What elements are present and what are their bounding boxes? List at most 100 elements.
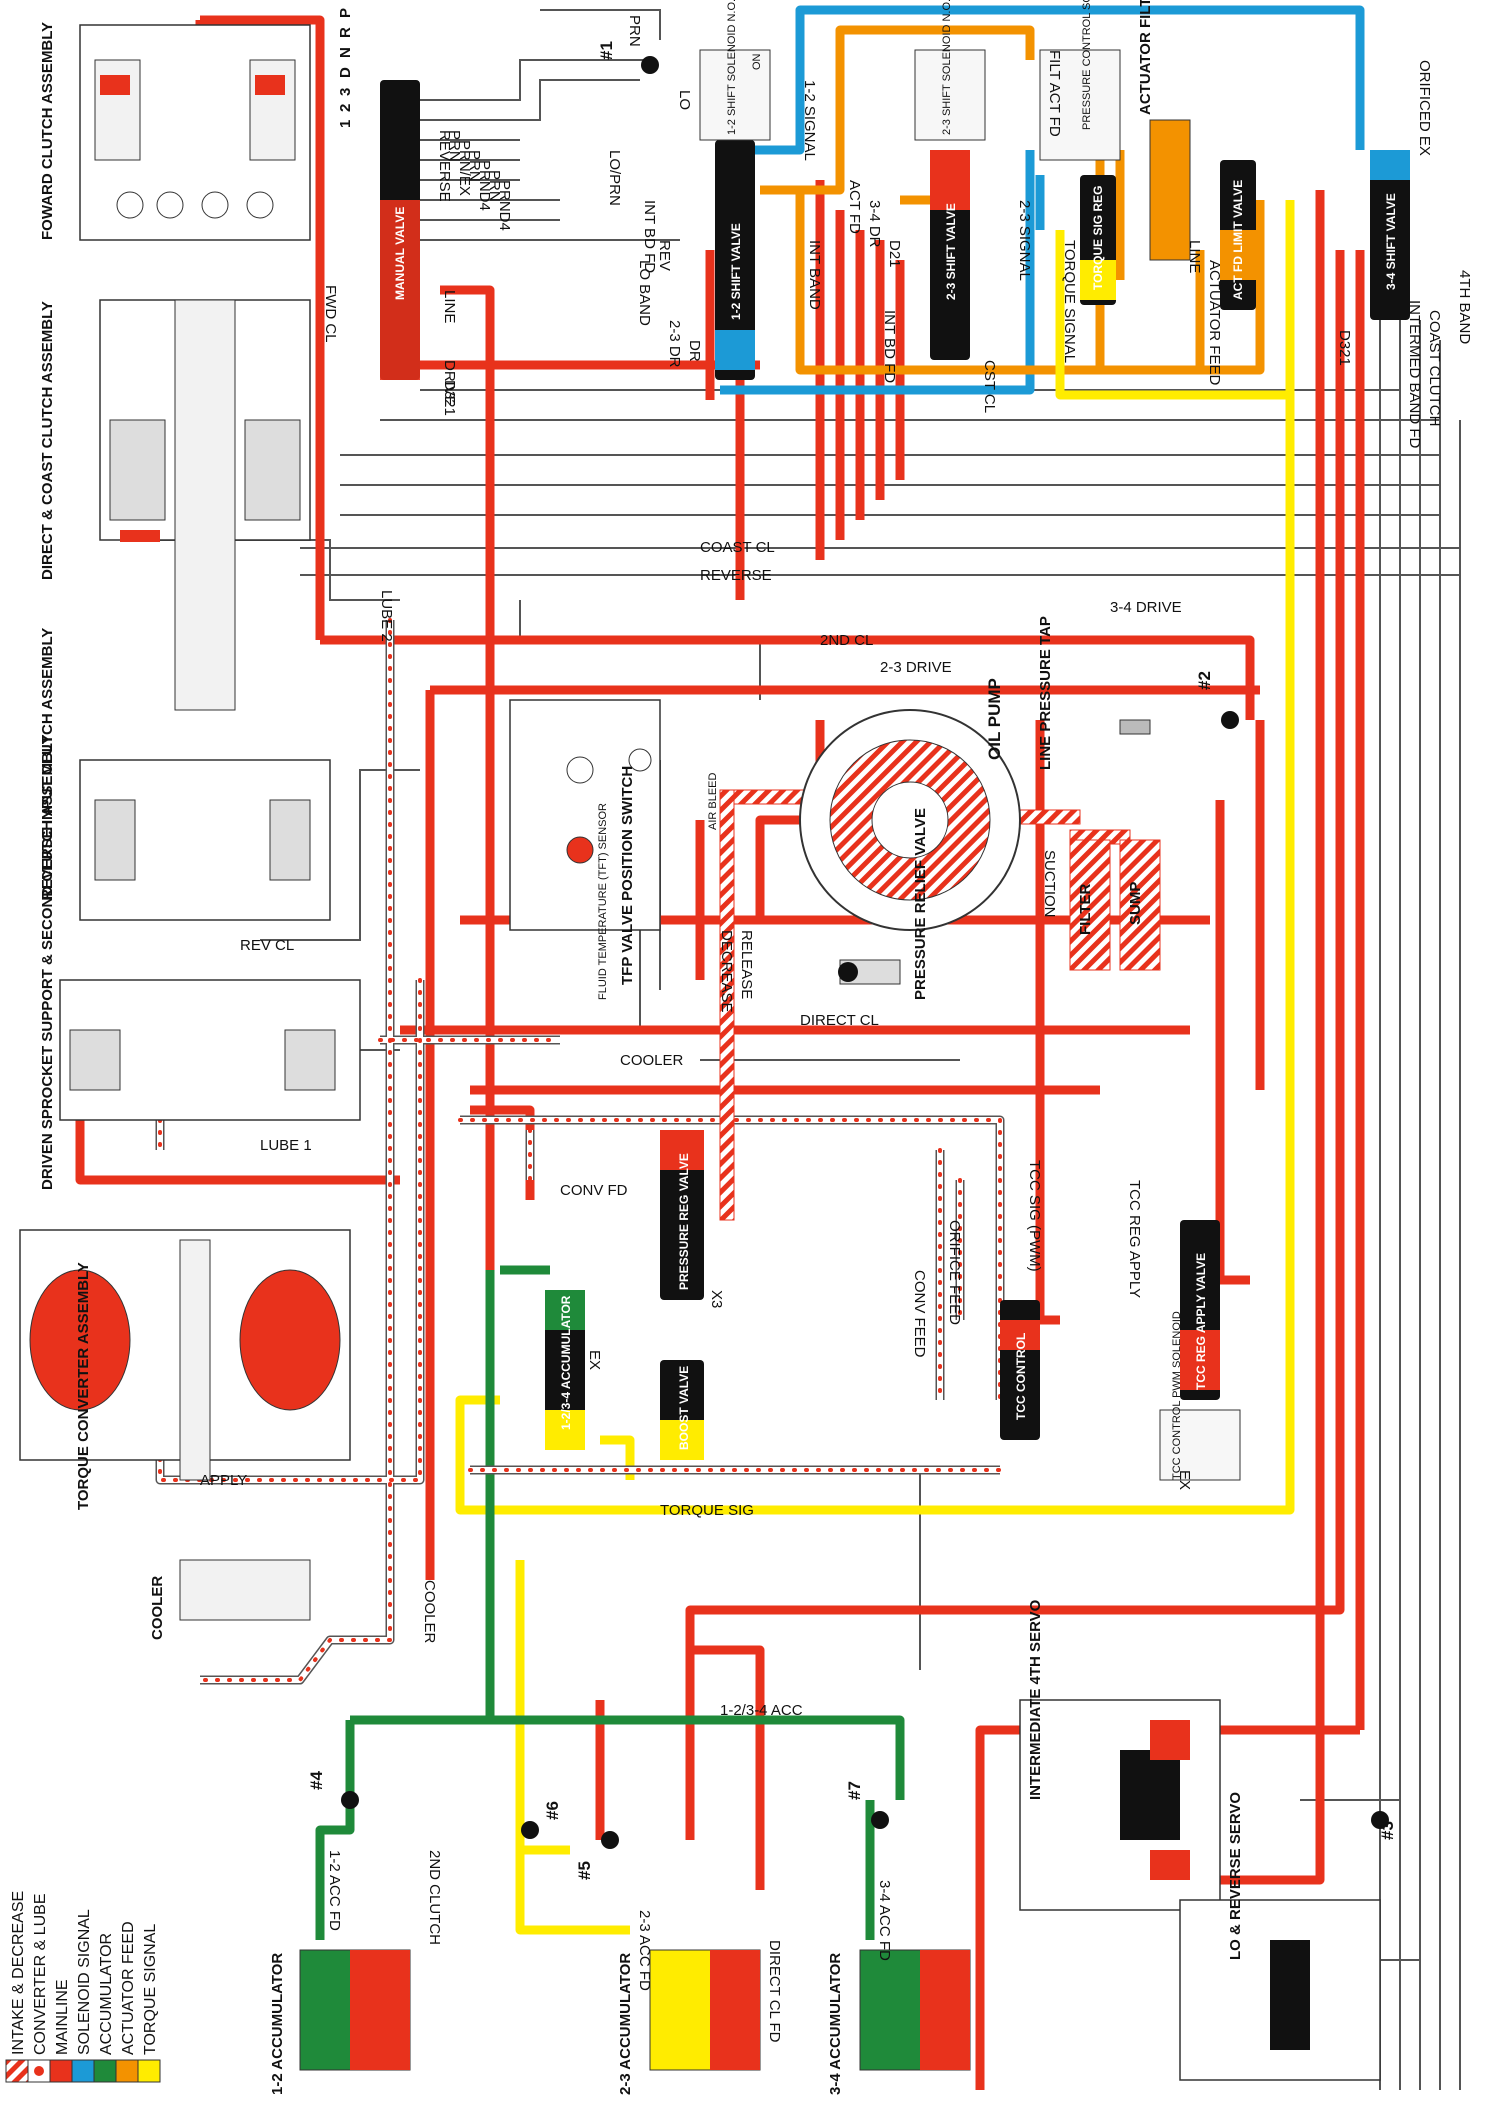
torque-signal-regulator-valve[interactable]: TORQUE SIG REG [1080,175,1116,305]
accumulator-valve-1234[interactable]: 1-2/3-4 ACCUMULATOR [545,1290,585,1450]
shift-valve-23-label: 2-3 SHIFT VALVE [944,203,958,300]
sol-23-label: 2-3 SHIFT SOLENOID N.O. [941,0,953,135]
oil-pump [799,709,1021,931]
tcc-control-valve[interactable]: TCC CONTROL [1000,1300,1040,1440]
prv-label: PRESSURE REG VALVE [677,1153,691,1290]
lbl-int-bd-fd: INT BD FD [641,200,658,273]
lbl-release: RELEASE [738,930,755,999]
port-reverse: REVERSE [436,130,453,202]
legend-torque: TORQUE SIGNAL [142,1924,159,2055]
lbl-2nd-clutch: 2ND CLUTCH [426,1850,443,1945]
line-pressure-tap [1119,719,1151,735]
acc1234-label: 1-2/3-4 ACCUMULATOR [559,1295,573,1430]
legend-accumulator: ACCUMULATOR [98,1933,115,2055]
shift-valve-12-label: 1-2 SHIFT VALVE [729,223,743,320]
direct-coast-clutch-assembly [99,299,311,711]
tft-label: FLUID TEMPERATURE (TFT) SENSOR [597,803,609,1000]
tcc-pwm-solenoid[interactable]: TCC CONTROL PWM SOLENOID [1159,1311,1241,1481]
shift-valve-23[interactable]: 2-3 SHIFT VALVE [930,150,970,360]
lbl-conv-feed: CONV FEED [911,1270,928,1358]
forward-clutch-assembly [79,24,311,241]
legend-mainline: MAINLINE [54,1979,71,2055]
lbl-2nd-cl: 2ND CL [820,632,873,649]
checkball-7-label: #7 [845,1781,864,1800]
port-prnd4-1: PRND4 [476,160,493,211]
lbl-intermed-band-fd: INTERMED BAND FD [1406,300,1423,449]
int-servo-label: INTERMEDIATE 4TH SERVO [1027,1599,1044,1800]
shift-valve-34[interactable]: 3-4 SHIFT VALVE [1370,150,1410,320]
boost-valve[interactable]: BOOST VALVE [660,1360,704,1460]
lbl-direct-cl: DIRECT CL [800,1012,879,1029]
port-prn-ex: PRN/EX [456,140,473,196]
lbl-apply: APPLY [200,1472,247,1489]
lbl-filt-act-fd: FILT ACT FD [1046,50,1063,137]
lbl-tcc-reg-apply: TCC REG APPLY [1126,1180,1143,1298]
shift-solenoid-12[interactable]: 1-2 SHIFT SOLENOID N.O. ON [699,0,771,141]
passage-labels: PRN LO LO/PRN INT BD FD REV LO BAND 2-3 … [200,15,1473,2043]
lbl-lo-prn: LO/PRN [606,150,623,206]
lbl-dr: DR [686,340,703,362]
filter-component [1069,839,1111,971]
reverse-input-clutch-label: REVERSE INPUT CLUTCH ASSEMBLY [39,628,56,900]
lbl-actuator-feed: ACTUATOR FEED [1206,260,1223,385]
lbl-coast-clutch: COAST CLUTCH [1426,310,1443,426]
port-prn-3: PRN [486,170,503,202]
pressure-control-solenoid[interactable]: PRESSURE CONTROL SOLENOID [1039,0,1121,161]
lbl-d321: D321 [1336,330,1353,366]
lbl-acc-1234: 1-2/3-4 ACC [720,1702,803,1719]
tcc-regulator-apply-valve[interactable]: TCC REG APPLY VALVE [1180,1220,1220,1400]
pressure-relief-valve [838,959,901,985]
selector-1: 1 [337,120,354,128]
checkballs [341,56,1389,1849]
acc12-label: 1-2 ACCUMULATOR [269,1953,286,2095]
lbl-4th-band: 4TH BAND [1456,270,1473,344]
selector-n: N [337,47,354,58]
act-fd-limit-valve[interactable]: ACT FD LIMIT VALVE [1220,160,1256,310]
lbl-lube1: LUBE 1 [260,1137,312,1154]
tccreg-label: TCC REG APPLY VALVE [1194,1253,1208,1390]
legend-actuator: ACTUATOR FEED [120,1921,137,2055]
lbl-acc23-fd: 2-3 ACC FD [636,1910,653,1991]
lbl-cooler: COOLER [620,1052,684,1069]
lbl-lo: LO [676,90,693,110]
cooler-component [179,1559,311,1621]
sprocket-support-label: DRIVEN SPROCKET SUPPORT & SECOND CLUTCH … [39,734,56,1190]
torque-converter-label: TORQUE CONVERTER ASSEMBLY [75,1262,92,1510]
acc34-label: 3-4 ACCUMULATOR [827,1953,844,2095]
range-selector: P R N D 3 2 1 [337,8,354,128]
port-prn-2: PRN [466,150,483,182]
actuator-filter: ACTUATOR FILTER [1137,0,1191,261]
lbl-orifice-feed: ORIFICE FEED [946,1220,963,1325]
checkball-2-label: #2 [1195,671,1214,690]
lbl-coast-cl: COAST CL [700,539,775,556]
lbl-conv-fd: CONV FD [560,1182,628,1199]
tfp-switch [509,699,661,931]
manual-valve[interactable]: MANUAL VALVE [380,80,420,380]
actfd-label: ACT FD LIMIT VALVE [1231,180,1245,300]
boost-label: BOOST VALVE [677,1366,691,1450]
pressure-regulator-valve[interactable]: PRESSURE REG VALVE [660,1130,704,1300]
lbl-orificed-ex: ORIFICED EX [1416,60,1433,156]
air-bleed-label: AIR BLEED [707,772,719,830]
port-drive: DRIVE [441,360,458,406]
lbl-dr23: 2-3 DR [666,320,683,368]
manual-ports: REVERSE PRN PRN/EX PRN PRND4 PRN PRND4 L… [436,130,513,416]
lbl-ex2: EX [1176,1470,1193,1490]
shift-solenoid-23[interactable]: 2-3 SHIFT SOLENOID N.O. [914,0,986,141]
lbl-suction: SUCTION [1041,850,1058,918]
port-prnd4-2: PRND4 [496,180,513,231]
shift-valve-12[interactable]: 1-2 SHIFT VALVE [715,140,755,380]
checkball-4-label: #4 [307,1771,326,1790]
checkball-1-label: #1 [597,41,616,60]
lbl-drive23: 2-3 DRIVE [880,659,952,676]
lbl-d21: D21 [886,240,903,268]
reverse-input-clutch-assembly [79,759,331,921]
forward-clutch-label: FOWARD CLUTCH ASSEMBLY [39,22,56,240]
lbl-sig23: 2-3 SIGNAL [1016,200,1033,281]
accumulator-34 [859,1949,971,2071]
selector-r: R [337,27,354,38]
port-prn-1: PRN [446,130,463,162]
solenoid-signal-passages [720,5,1365,395]
sol-12-on: ON [751,53,763,70]
torque-signal-passages [455,200,1295,1935]
